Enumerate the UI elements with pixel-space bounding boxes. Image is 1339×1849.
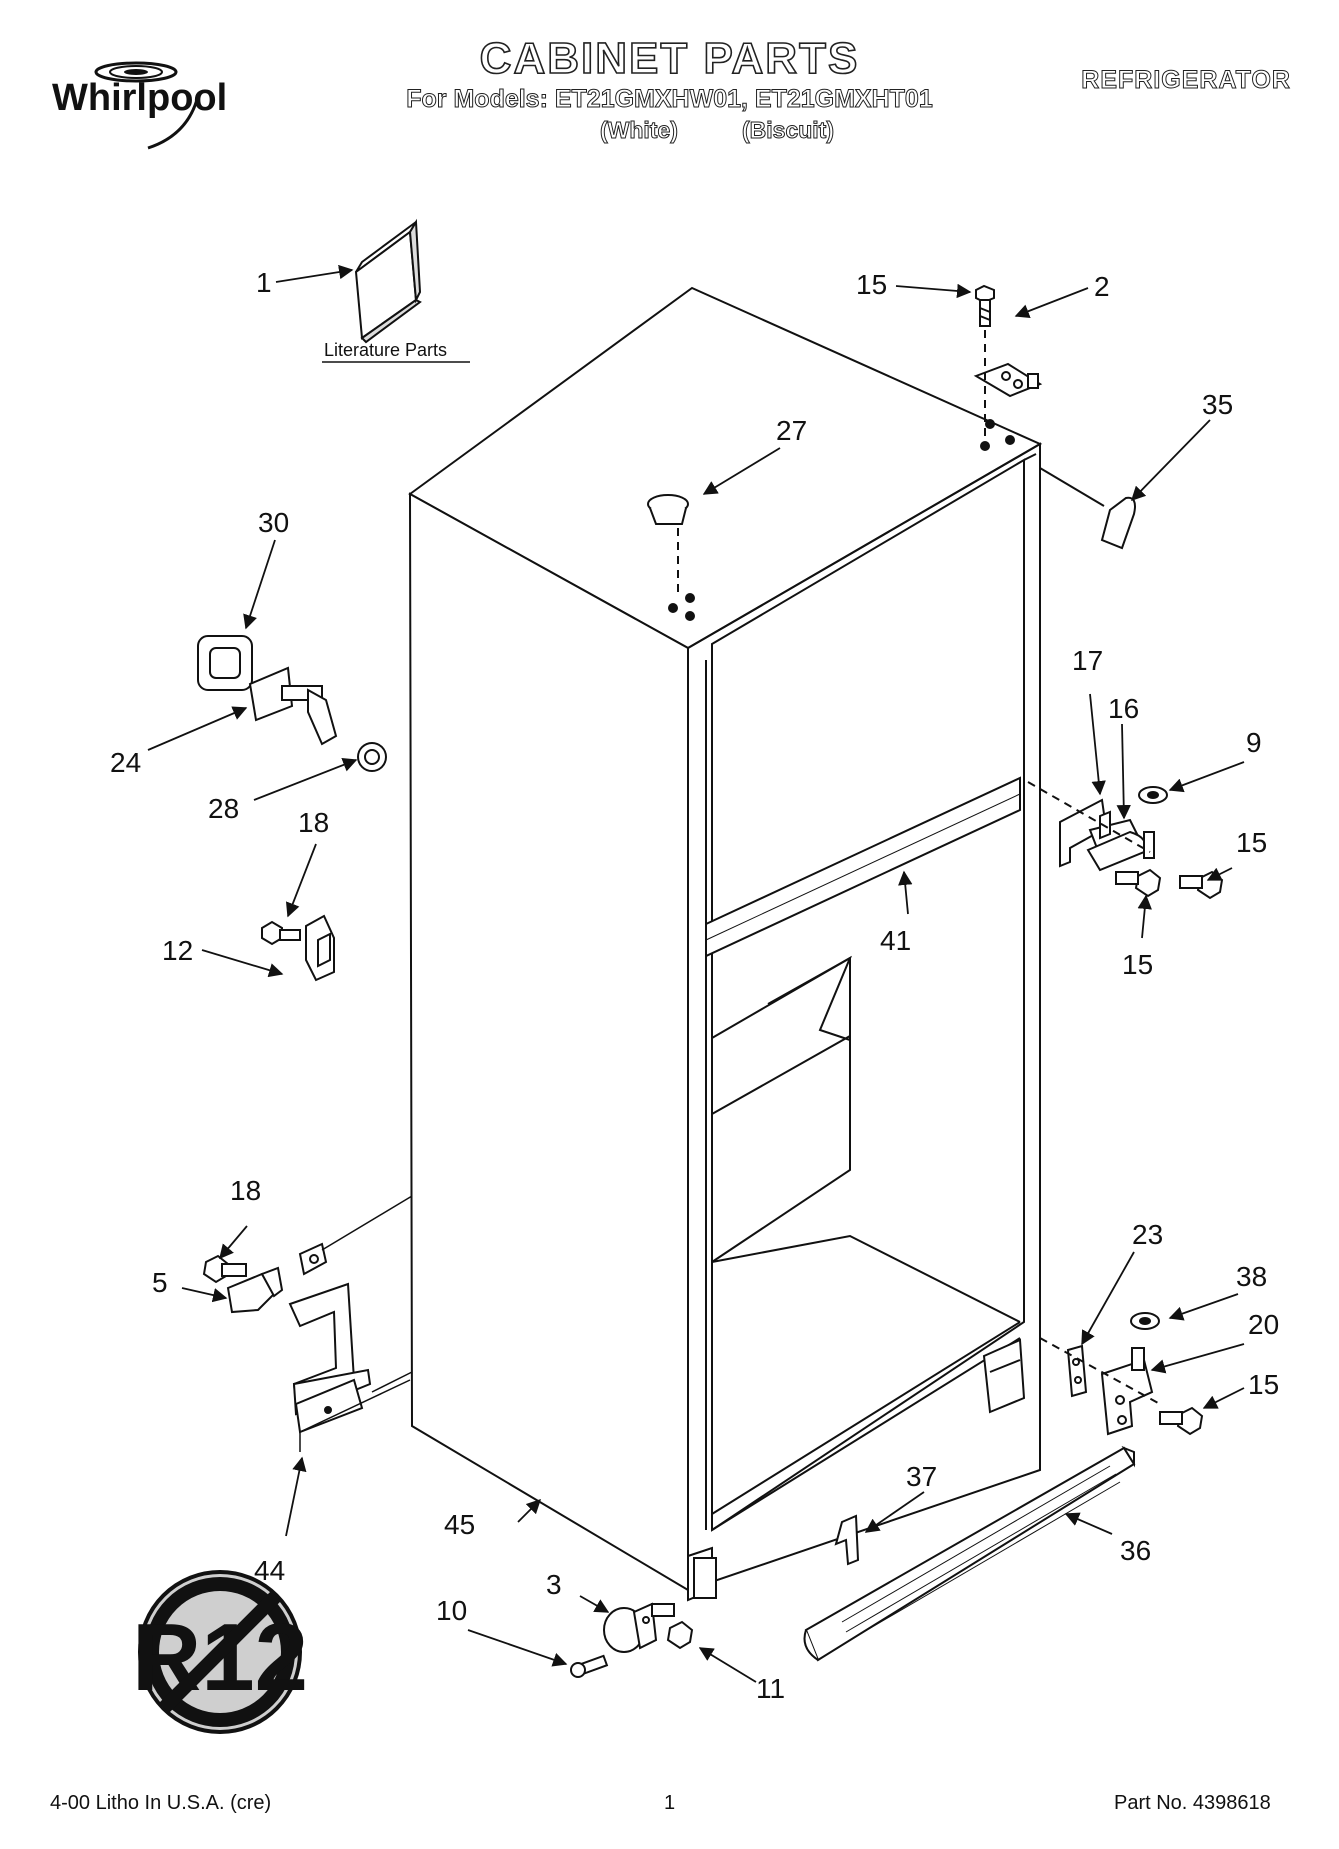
callout-30: 30 — [258, 507, 289, 538]
callout-24: 24 — [110, 747, 141, 778]
callout-41: 41 — [880, 925, 911, 956]
lower-hinge — [1100, 1347, 1154, 1436]
footer-litho: 4-00 Litho In U.S.A. (cre) — [50, 1792, 272, 1814]
callout-12: 12 — [162, 935, 193, 966]
whirlpool-swirl-icon: Whirlpool — [52, 61, 227, 150]
callout-15-right: 15 — [1236, 827, 1267, 858]
refrigerator-cabinet — [408, 286, 1043, 1602]
appliance-category: REFRIGERATOR — [1081, 66, 1291, 95]
screw-lower-right — [1159, 1406, 1204, 1436]
screw-center-b — [1115, 868, 1162, 898]
literature-parts-label: Literature Parts — [324, 340, 447, 360]
page-title: CABINET PARTS — [479, 33, 860, 84]
lower-hinge-washer — [1130, 1312, 1160, 1330]
callout-23: 23 — [1132, 1219, 1163, 1250]
color-biscuit: (Biscuit) — [742, 117, 835, 144]
door-stop-left — [226, 1266, 284, 1314]
callout-20: 20 — [1248, 1309, 1279, 1340]
top-plug — [647, 494, 689, 596]
callout-38: 38 — [1236, 1261, 1267, 1292]
hinge-cover — [1039, 467, 1136, 550]
callout-15-lower: 15 — [1248, 1369, 1279, 1400]
callout-18-lower: 18 — [230, 1175, 261, 1206]
callout-36: 36 — [1120, 1535, 1151, 1566]
grille-clip — [834, 1514, 860, 1566]
toe-grille — [803, 1445, 1136, 1662]
callout-27: 27 — [776, 415, 807, 446]
brand-wordmark: Whirlpool — [52, 77, 227, 119]
callout-15-top: 15 — [856, 269, 887, 300]
whirlpool-logo: Whirlpool — [48, 50, 283, 150]
spacer-washer — [357, 742, 387, 772]
callout-9: 9 — [1246, 727, 1262, 758]
leveling-roller — [603, 1602, 658, 1653]
roller-screw — [651, 1603, 694, 1650]
callout-17: 17 — [1072, 645, 1103, 676]
callout-45: 45 — [444, 1509, 475, 1540]
hinge-bracket-left — [305, 914, 335, 982]
hinge-washer — [1138, 786, 1168, 804]
literature-booklet — [354, 218, 422, 344]
footer-part-number: Part No. 4398618 — [1114, 1792, 1271, 1814]
no-r12-badge: R12 — [132, 1570, 308, 1734]
lower-hinge-spacer — [1066, 1344, 1088, 1398]
callout-37: 37 — [906, 1461, 937, 1492]
callout-1: 1 — [256, 267, 272, 298]
gasket-grommet — [197, 635, 253, 691]
footer-page-number: 1 — [664, 1792, 676, 1814]
callout-28: 28 — [208, 793, 239, 824]
color-white: (White) — [600, 117, 679, 144]
callout-2: 2 — [1094, 271, 1110, 302]
models-line: For Models: ET21GMXHW01, ET21GMXHT01 — [406, 85, 934, 114]
callout-11: 11 — [756, 1673, 785, 1704]
callout-18-upper: 18 — [298, 807, 329, 838]
top-hinge — [973, 362, 1043, 398]
callout-15-center: 15 — [1122, 949, 1153, 980]
screw-left-upper — [261, 920, 301, 946]
callout-3: 3 — [546, 1569, 562, 1600]
callout-35: 35 — [1202, 389, 1233, 420]
callout-10: 10 — [436, 1595, 467, 1626]
axle-pin — [570, 1654, 609, 1678]
hinge-bracket-lower-left — [288, 1195, 413, 1452]
screw-left-lower — [202, 1254, 247, 1284]
callout-5: 5 — [152, 1267, 168, 1298]
callout-16: 16 — [1108, 693, 1139, 724]
bushing-pin — [248, 666, 338, 746]
hinge-screw-top — [975, 284, 995, 327]
